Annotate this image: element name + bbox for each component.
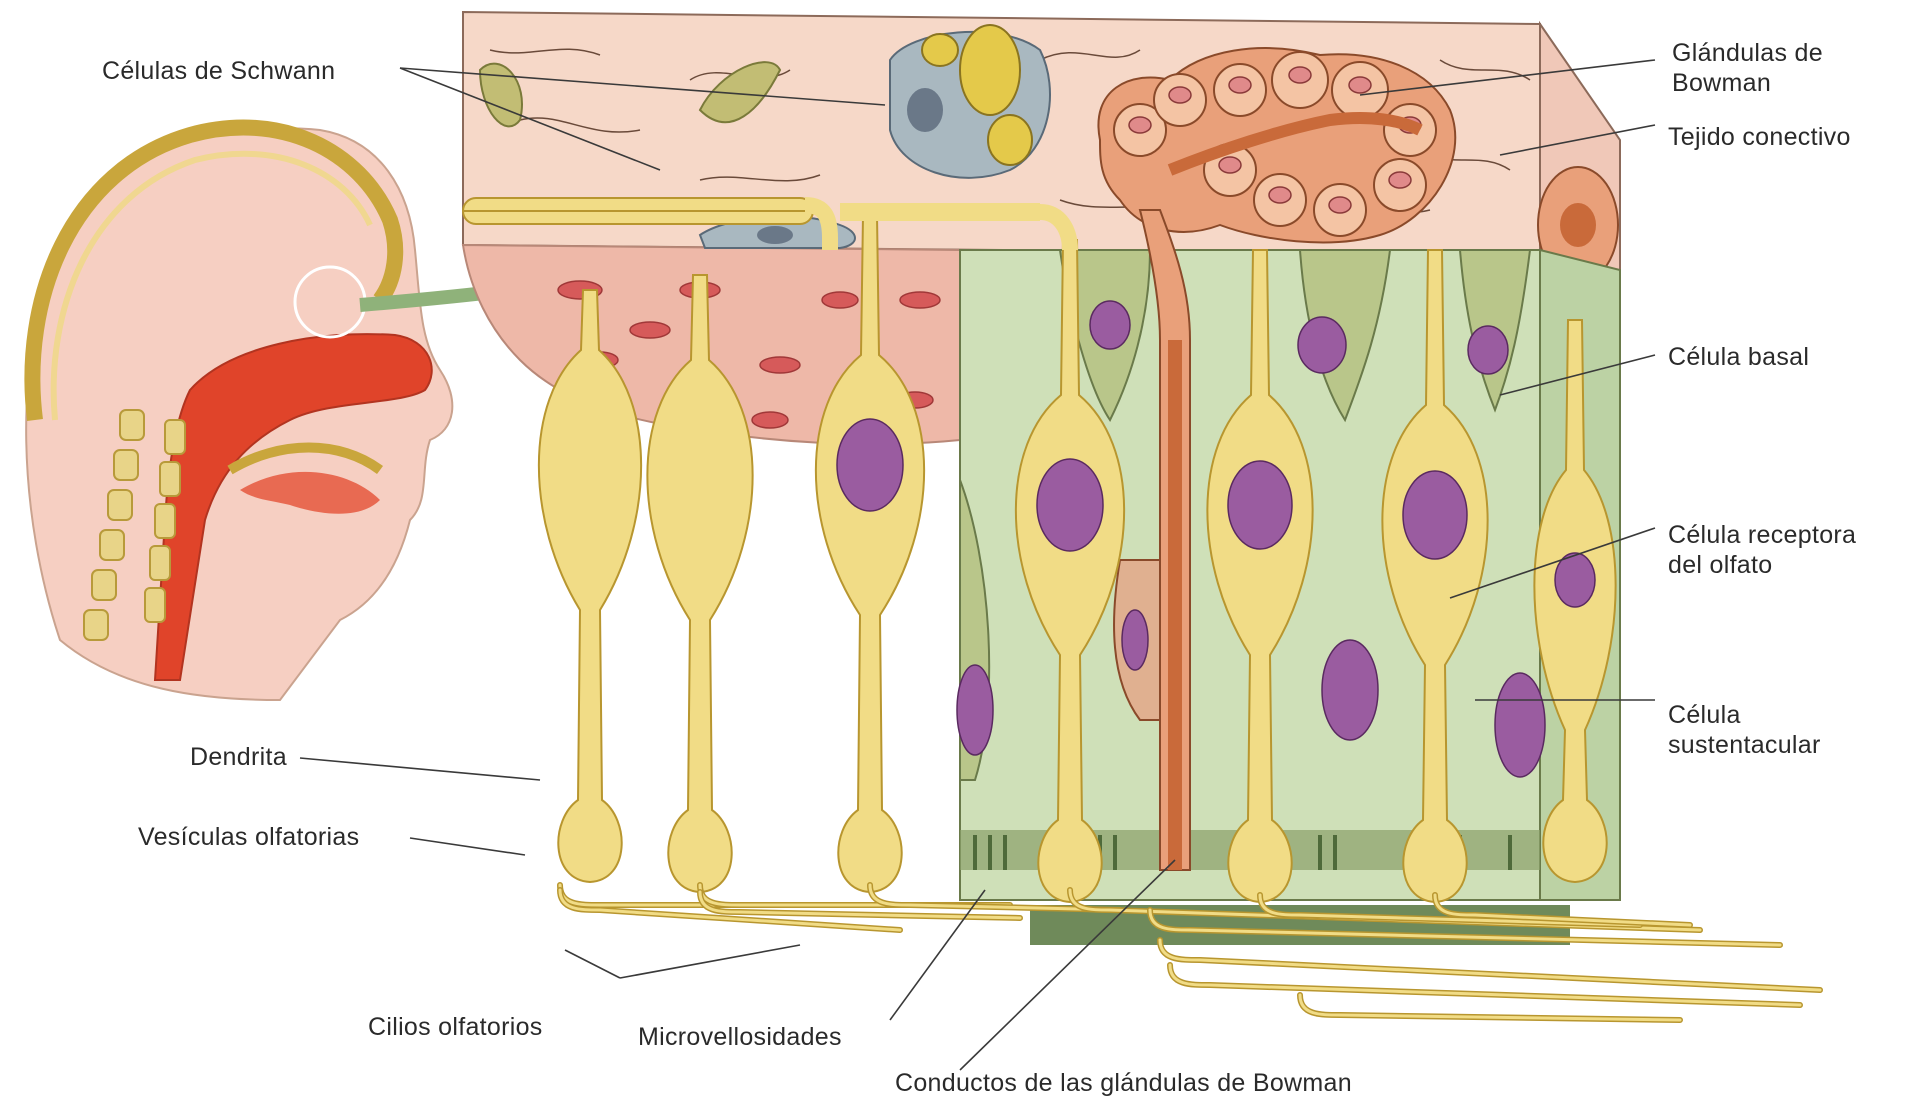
receptor-nucleus <box>1037 459 1103 551</box>
label-receptor-line2: del olfato <box>1668 550 1856 580</box>
label-bowman-glands-line1: Glándulas de <box>1672 38 1823 68</box>
label-bowman-glands-line2: Bowman <box>1672 68 1823 98</box>
label-connective-tissue: Tejido conectivo <box>1668 122 1851 152</box>
receptor-nucleus <box>1228 461 1292 549</box>
label-receptor-line1: Célula receptora <box>1668 520 1856 550</box>
label-olfactory-vesicles: Vesículas olfatorias <box>138 822 359 852</box>
head-profile <box>26 128 452 700</box>
label-sustentacular-cell: Célula sustentacular <box>1668 700 1821 760</box>
receptor-nucleus <box>837 419 903 511</box>
label-microvilli: Microvellosidades <box>638 1022 842 1052</box>
olfactory-cilium <box>1160 940 1820 990</box>
label-olfactory-cilia: Cilios olfatorios <box>368 1012 543 1042</box>
label-sustentacular-line2: sustentacular <box>1668 730 1821 760</box>
receptor-nucleus <box>1555 553 1595 607</box>
label-bowman-ducts: Conductos de las glándulas de Bowman <box>895 1068 1352 1098</box>
label-receptor-cell: Célula receptora del olfato <box>1668 520 1856 580</box>
label-sustentacular-line1: Célula <box>1668 700 1821 730</box>
label-schwann-cells: Células de Schwann <box>102 56 335 86</box>
label-basal-cell: Célula basal <box>1668 342 1809 372</box>
receptor-nucleus <box>1403 471 1467 559</box>
label-bowman-glands: Glándulas de Bowman <box>1672 38 1823 98</box>
label-dendrite: Dendrita <box>190 742 287 772</box>
